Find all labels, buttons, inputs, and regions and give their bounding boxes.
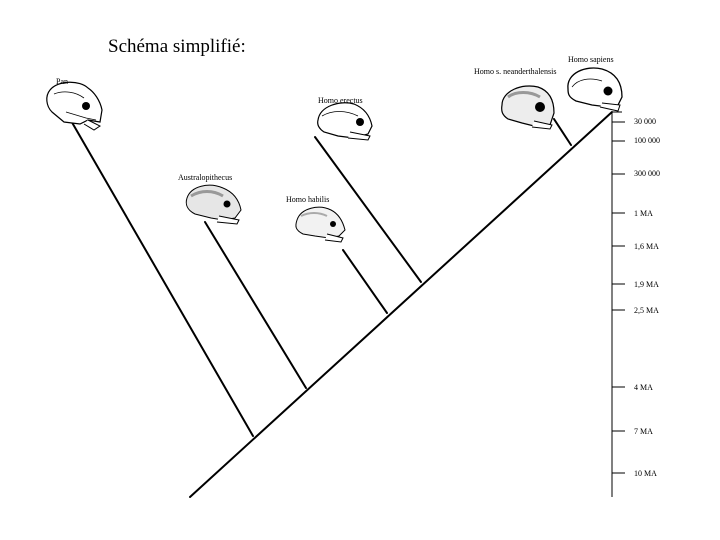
homo-erectus-skull-icon: [318, 103, 372, 140]
tree-branches: [66, 112, 612, 497]
timescale-label-1ma: 1 MA: [634, 209, 653, 218]
diagram-title: Schéma simplifié:: [108, 36, 246, 58]
timescale-label-4ma: 4 MA: [634, 383, 653, 392]
homo-neanderthalensis-skull-icon: [502, 86, 554, 129]
species-label-australopithecus: Australopithecus: [178, 173, 232, 182]
species-label-homo-sapiens: Homo sapiens: [568, 55, 614, 64]
australopithecus-skull-icon: [186, 185, 241, 224]
timescale-label-100000: 100 000: [634, 136, 660, 145]
homo-habilis-skull-icon: [296, 207, 345, 242]
branch-pan: [66, 112, 253, 436]
timescale-label-2-5ma: 2,5 MA: [634, 306, 659, 315]
species-label-homo-erectus: Homo erectus: [318, 96, 363, 105]
branch-australopithecus: [205, 222, 306, 388]
branch-homo-neanderthalensis: [554, 119, 571, 145]
species-label-homo-habilis: Homo habilis: [286, 195, 329, 204]
homo-sapiens-skull-icon: [568, 68, 622, 111]
pan-skull-icon: [47, 82, 102, 130]
timescale-label-10ma: 10 MA: [634, 469, 657, 478]
timescale-label-1-6ma: 1,6 MA: [634, 242, 659, 251]
time-ticks: [612, 122, 625, 473]
timescale-label-1-9ma: 1,9 MA: [634, 280, 659, 289]
species-label-homo-neanderthalensis: Homo s. neanderthalensis: [474, 67, 556, 76]
branch-homo-habilis: [343, 250, 387, 313]
species-label-pan: Pan: [56, 77, 68, 86]
timescale-label-30000: 30 000: [634, 117, 656, 126]
timescale-label-300000: 300 000: [634, 169, 660, 178]
trunk-branch: [190, 112, 612, 497]
timescale-label-7ma: 7 MA: [634, 427, 653, 436]
